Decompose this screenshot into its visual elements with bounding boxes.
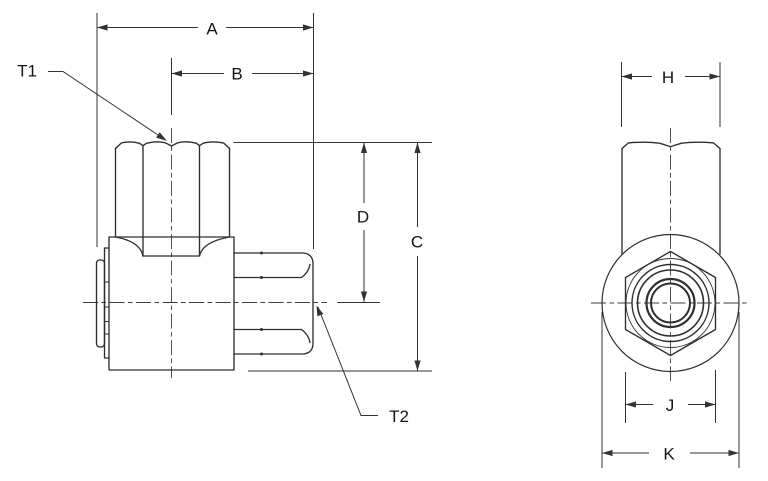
dim-b-label: B bbox=[231, 65, 242, 84]
dim-k-arrow-left bbox=[602, 449, 613, 457]
dim-d: D bbox=[233, 142, 432, 303]
dim-k-arrow-right bbox=[728, 449, 739, 457]
t2-leader-arrow bbox=[316, 305, 324, 317]
side-view: H J K bbox=[591, 62, 750, 468]
dim-h-arrow-left bbox=[621, 73, 632, 80]
dim-c-arrow-up bbox=[414, 142, 421, 153]
front-part-outline bbox=[95, 141, 314, 371]
dim-h: H bbox=[621, 62, 721, 127]
dim-h-arrow-right bbox=[709, 73, 720, 80]
t2-leader-line bbox=[317, 306, 378, 416]
elbow-body bbox=[108, 236, 235, 371]
dim-d-arrow-down bbox=[360, 291, 368, 302]
body-outer-circle bbox=[601, 233, 740, 373]
t1-label: T1 bbox=[17, 62, 37, 81]
hex-chamfer-circle bbox=[625, 258, 716, 348]
t2-label: T2 bbox=[389, 407, 409, 426]
side-part-outline bbox=[601, 141, 740, 373]
top-hex-fillet-left bbox=[114, 236, 144, 257]
dim-k: K bbox=[601, 312, 740, 468]
dim-c: C bbox=[248, 142, 432, 372]
dim-h-extension-lines bbox=[621, 62, 721, 127]
dim-c-arrow-down bbox=[414, 360, 421, 371]
dim-b-arrow-right bbox=[303, 70, 314, 77]
dim-b: B bbox=[171, 58, 314, 115]
t1-leader-arrow bbox=[156, 132, 167, 141]
side-hex-facet-bottom bbox=[233, 328, 311, 344]
callout-t1: T1 bbox=[17, 62, 167, 141]
dim-k-label: K bbox=[663, 445, 675, 464]
dim-d-arrow-up bbox=[360, 142, 368, 153]
side-hex-outline bbox=[233, 252, 314, 355]
dim-a-extension-lines bbox=[96, 13, 314, 249]
thread-mark-dot bbox=[260, 352, 263, 356]
dim-k-extension-lines bbox=[601, 312, 740, 468]
thread-mark-dot bbox=[260, 276, 263, 279]
dim-b-arrow-left bbox=[171, 70, 182, 77]
dim-a-arrow-left bbox=[97, 24, 108, 31]
dim-j: J bbox=[625, 370, 716, 423]
dim-a-label: A bbox=[206, 20, 218, 39]
dim-j-label: J bbox=[666, 396, 675, 415]
ferrule bbox=[95, 259, 106, 348]
top-hex-chamfer-crown bbox=[114, 141, 231, 150]
dim-j-arrow-right bbox=[705, 401, 716, 408]
callout-t2: T2 bbox=[316, 305, 409, 426]
front-centerlines bbox=[83, 128, 327, 378]
tube-outer-circle bbox=[645, 277, 696, 329]
t1-leader-line bbox=[48, 71, 166, 141]
dim-a-arrow-right bbox=[303, 24, 314, 31]
thread-minor-circle bbox=[636, 269, 705, 337]
dim-a: A bbox=[96, 13, 314, 249]
side-hex-facet-top bbox=[233, 263, 311, 279]
side-centerlines bbox=[591, 128, 750, 381]
thread-mark-dot bbox=[260, 251, 263, 255]
dim-d-label: D bbox=[357, 208, 369, 227]
dim-j-arrow-left bbox=[625, 401, 636, 408]
thread-mark-dot bbox=[260, 328, 263, 331]
thread-major-circle bbox=[631, 263, 710, 343]
dim-c-label: C bbox=[411, 233, 423, 252]
front-view: A B D C bbox=[17, 13, 432, 426]
nut-face-ticks bbox=[104, 281, 109, 335]
top-hex-fillet-right bbox=[198, 236, 231, 257]
hex-nut-outline bbox=[624, 250, 717, 357]
bore-circle bbox=[650, 282, 691, 324]
dim-h-label: H bbox=[662, 68, 674, 87]
dim-j-extension-lines bbox=[625, 370, 716, 423]
end-port-chamfer-crown bbox=[621, 141, 721, 150]
